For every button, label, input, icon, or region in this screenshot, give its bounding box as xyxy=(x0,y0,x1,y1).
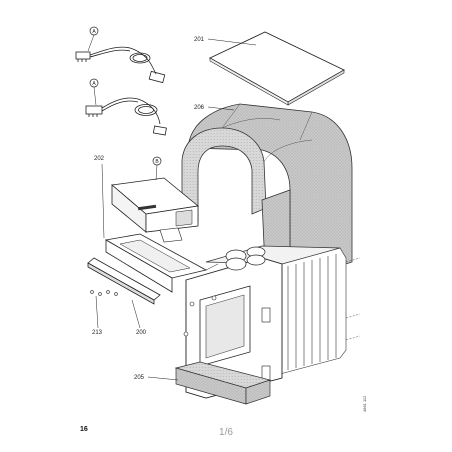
connector-plug xyxy=(85,105,103,115)
cable-harness-lower xyxy=(85,97,167,136)
connector-plug xyxy=(75,51,91,60)
connector-socket xyxy=(152,125,167,136)
cover-rail xyxy=(87,257,161,305)
control-panel xyxy=(111,177,199,243)
page-indicator: 1/6 xyxy=(219,427,233,438)
callout-panel: B xyxy=(155,159,159,165)
boiler-block xyxy=(183,245,361,399)
label-200: 200 xyxy=(136,330,147,336)
cable-harness-upper xyxy=(75,46,166,84)
label-206: 206 xyxy=(194,105,205,111)
brand-plate xyxy=(137,204,157,211)
base-insulation xyxy=(174,361,272,405)
top-cover-panel xyxy=(209,31,345,103)
page-number: 16 xyxy=(80,426,88,433)
label-201: 201 xyxy=(194,37,205,43)
screw-set xyxy=(90,290,118,296)
label-213: 213 xyxy=(92,330,103,336)
drawing-code: 4861 112 xyxy=(362,395,367,412)
label-202: 202 xyxy=(94,156,105,162)
callout-cable2: A xyxy=(92,81,96,87)
label-205: 205 xyxy=(134,375,145,381)
callout-cable1: A xyxy=(92,29,96,35)
connector-socket xyxy=(148,70,166,84)
